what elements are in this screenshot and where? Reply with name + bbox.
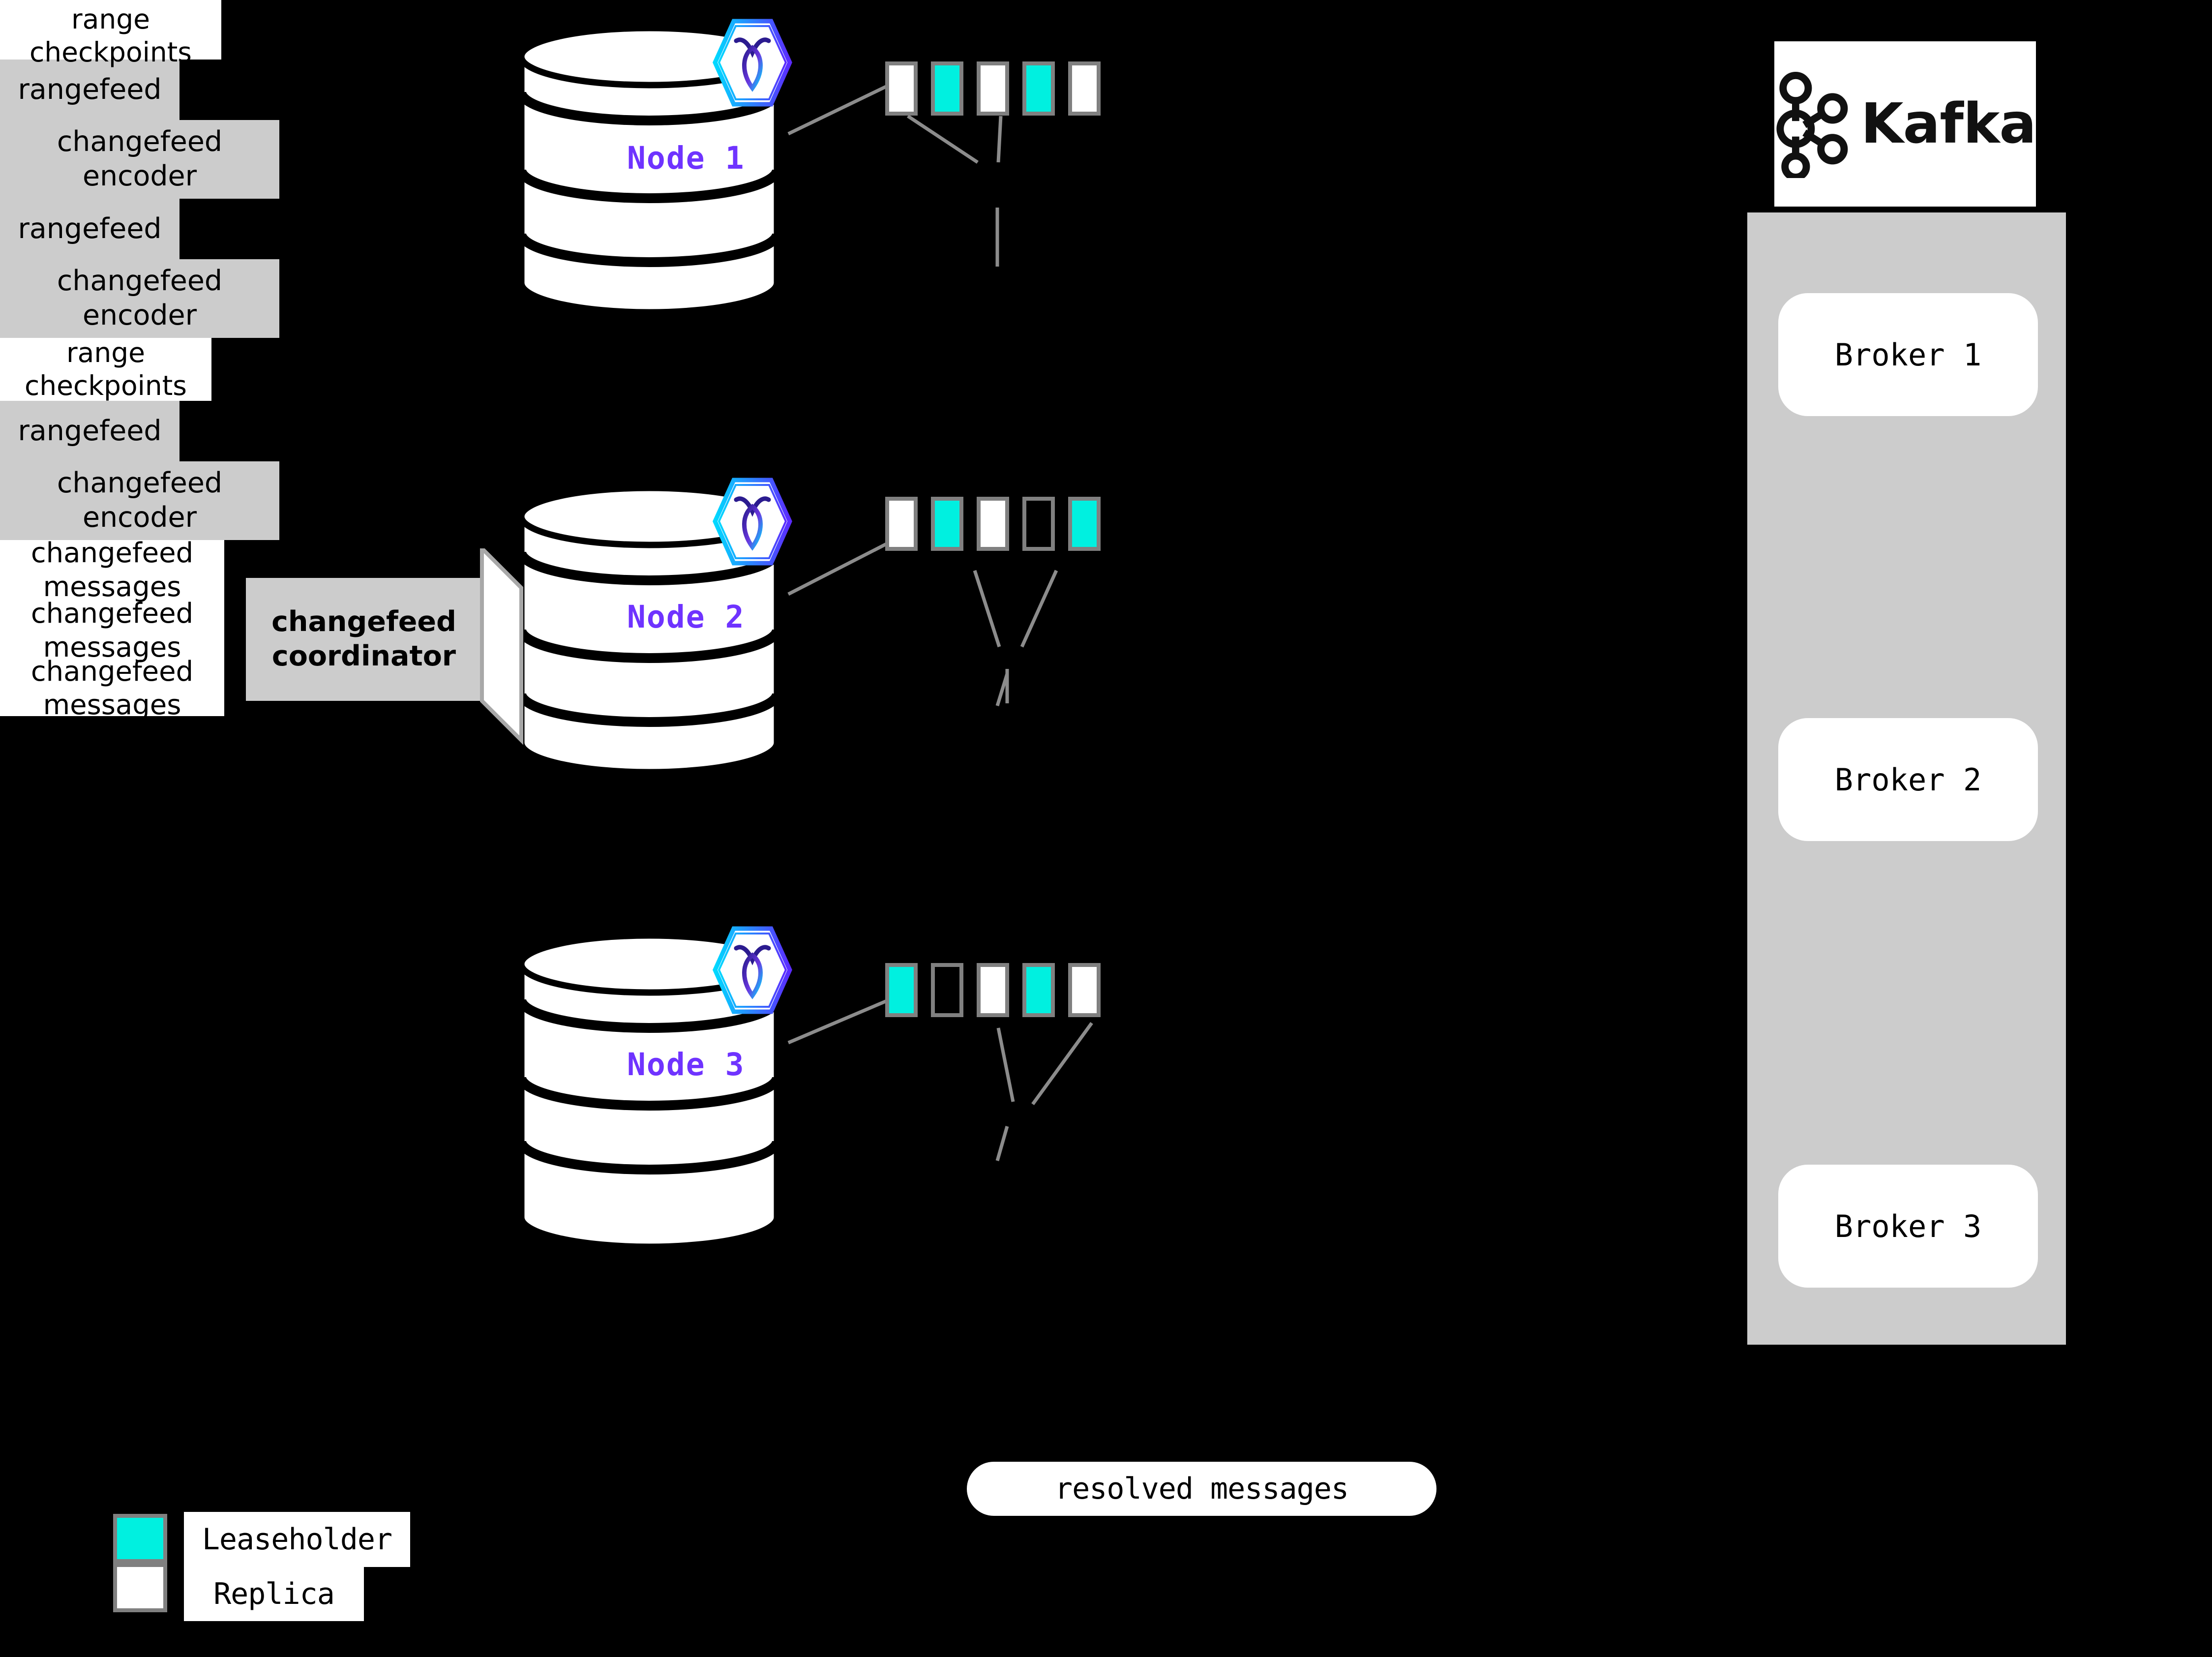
range-cell[interactable]	[885, 497, 918, 551]
wire-node2-range4-to-rangefeed	[1020, 570, 1058, 648]
rangefeed-box-2: rangefeed	[0, 199, 179, 259]
wire-node2-rangefeed-down	[995, 673, 1009, 707]
range-cell[interactable]	[1068, 963, 1101, 1017]
range-checkpoints-label-1: range checkpoints	[0, 0, 221, 68]
resolved-messages-capsule: resolved messages	[967, 1462, 1436, 1516]
wire-node3-to-ranges	[787, 997, 891, 1045]
kafka-logo-icon	[1776, 72, 1848, 178]
node-1-cylinder: Node 1	[516, 27, 782, 322]
changefeed-messages-label-1: changefeed messages	[0, 537, 224, 603]
kafka-wordmark: Kafka	[1860, 92, 2036, 156]
kafka-logo-box: Kafka	[1774, 41, 2036, 207]
wire-node1-range3-to-rangefeed	[996, 116, 1003, 163]
rangefeed-box-1: rangefeed	[0, 60, 179, 120]
range-cell[interactable]	[885, 963, 918, 1017]
changefeed-messages-label-3: changefeed messages	[0, 656, 224, 721]
broker-1-box[interactable]: Broker 1	[1778, 293, 2038, 416]
changefeed-encoder-box-3: changefeed encoder	[0, 461, 279, 540]
changefeed-coordinator-label: changefeed coordinator	[271, 605, 456, 672]
range-cell[interactable]	[977, 61, 1009, 116]
range-cell[interactable]	[931, 497, 963, 551]
rangefeed-box-3: rangefeed	[0, 401, 179, 461]
range-cell[interactable]	[1068, 497, 1101, 551]
wire-node3-range3-to-rangefeed	[996, 1027, 1015, 1102]
wire-node1-to-ranges	[787, 83, 891, 136]
broker-3-box[interactable]: Broker 3	[1778, 1165, 2038, 1288]
node-2-label: Node 2	[627, 599, 745, 635]
range-cell[interactable]	[1022, 61, 1055, 116]
changefeed-coordinator	[246, 543, 541, 757]
range-cell[interactable]	[1022, 497, 1055, 551]
legend-label-leaseholder: Leaseholder	[184, 1512, 410, 1567]
node-3-label: Node 3	[627, 1047, 745, 1083]
range-cell[interactable]	[1022, 963, 1055, 1017]
node-3-range-row	[885, 963, 1101, 1017]
range-cell[interactable]	[931, 963, 963, 1017]
wire-node2-range2-to-rangefeed	[973, 570, 1001, 648]
changefeed-encoder-box-2: changefeed encoder	[0, 259, 279, 338]
wire-node3-rangefeed-to-encoder	[995, 1126, 1009, 1161]
range-cell[interactable]	[1068, 61, 1101, 116]
range-cell[interactable]	[885, 61, 918, 116]
legend-label-replica: Replica	[184, 1567, 364, 1621]
changefeed-messages-label-2: changefeed messages	[0, 598, 224, 663]
cockroachdb-logo-icon	[711, 476, 794, 569]
range-cell[interactable]	[977, 497, 1009, 551]
node-1-range-row	[885, 61, 1101, 116]
wire-node1-range1-to-rangefeed	[907, 115, 979, 164]
broker-2-box[interactable]: Broker 2	[1778, 718, 2038, 841]
cockroachdb-logo-icon	[711, 925, 794, 1018]
legend-swatch-replica	[113, 1563, 167, 1612]
wire-node2-to-ranges	[787, 540, 891, 596]
node-1-label: Node 1	[627, 140, 745, 176]
cockroachdb-logo-icon	[711, 17, 794, 110]
range-cell[interactable]	[931, 61, 963, 116]
wire-node3-range5-to-rangefeed	[1031, 1022, 1093, 1106]
legend-swatch-leaseholder	[113, 1514, 167, 1563]
node-2-range-row	[885, 497, 1101, 551]
range-checkpoints-label-3: range checkpoints	[0, 337, 211, 401]
changefeed-encoder-box-1: changefeed encoder	[0, 120, 279, 199]
range-cell[interactable]	[977, 963, 1009, 1017]
